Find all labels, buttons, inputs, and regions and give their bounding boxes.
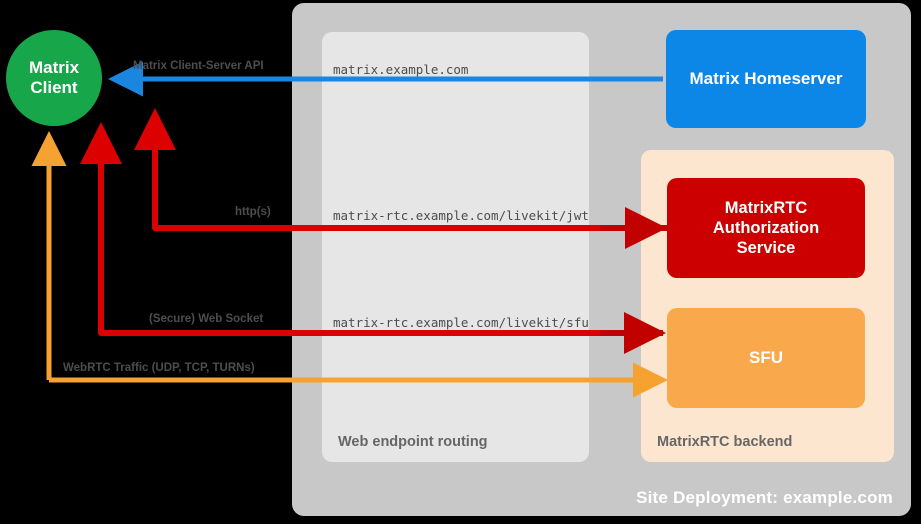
url-matrix-example-com: matrix.example.com: [333, 62, 469, 77]
edge-label-client-server-api: Matrix Client-Server API: [133, 60, 264, 72]
web-endpoint-routing-panel: Web endpoint routing: [322, 32, 589, 462]
node-matrix-homeserver[interactable]: Matrix Homeserver: [666, 30, 866, 128]
auth-service-line1: MatrixRTC: [724, 198, 808, 217]
web-endpoint-routing-label: Web endpoint routing: [338, 434, 488, 450]
auth-service-line2: Authorization: [712, 218, 820, 237]
auth-service-line3: Service: [736, 239, 796, 258]
node-matrix-client[interactable]: Matrix Client: [6, 30, 102, 126]
edge-label-http: http(s): [235, 206, 271, 218]
sfu-label: SFU: [749, 347, 783, 367]
matrixrtc-backend-label: MatrixRTC backend: [657, 434, 793, 450]
url-livekit-sfu: matrix-rtc.example.com/livekit/sfu: [333, 315, 589, 330]
site-deployment-label: Site Deployment: example.com: [636, 488, 893, 507]
edge-webrtc-media: [31, 131, 668, 398]
node-matrixrtc-authorization-service[interactable]: MatrixRTC Authorization Service: [667, 178, 865, 278]
edge-sfu-websocket: [80, 122, 663, 336]
url-livekit-jwt: matrix-rtc.example.com/livekit/jwt: [333, 208, 589, 223]
edge-label-webrtc-traffic: WebRTC Traffic (UDP, TCP, TURNs): [63, 362, 255, 374]
node-sfu[interactable]: SFU: [667, 308, 865, 408]
matrix-homeserver-label: Matrix Homeserver: [689, 68, 843, 88]
matrix-client-line2: Client: [30, 78, 78, 97]
matrix-client-line1: Matrix: [28, 57, 80, 77]
edge-label-websocket: (Secure) Web Socket: [149, 313, 264, 325]
